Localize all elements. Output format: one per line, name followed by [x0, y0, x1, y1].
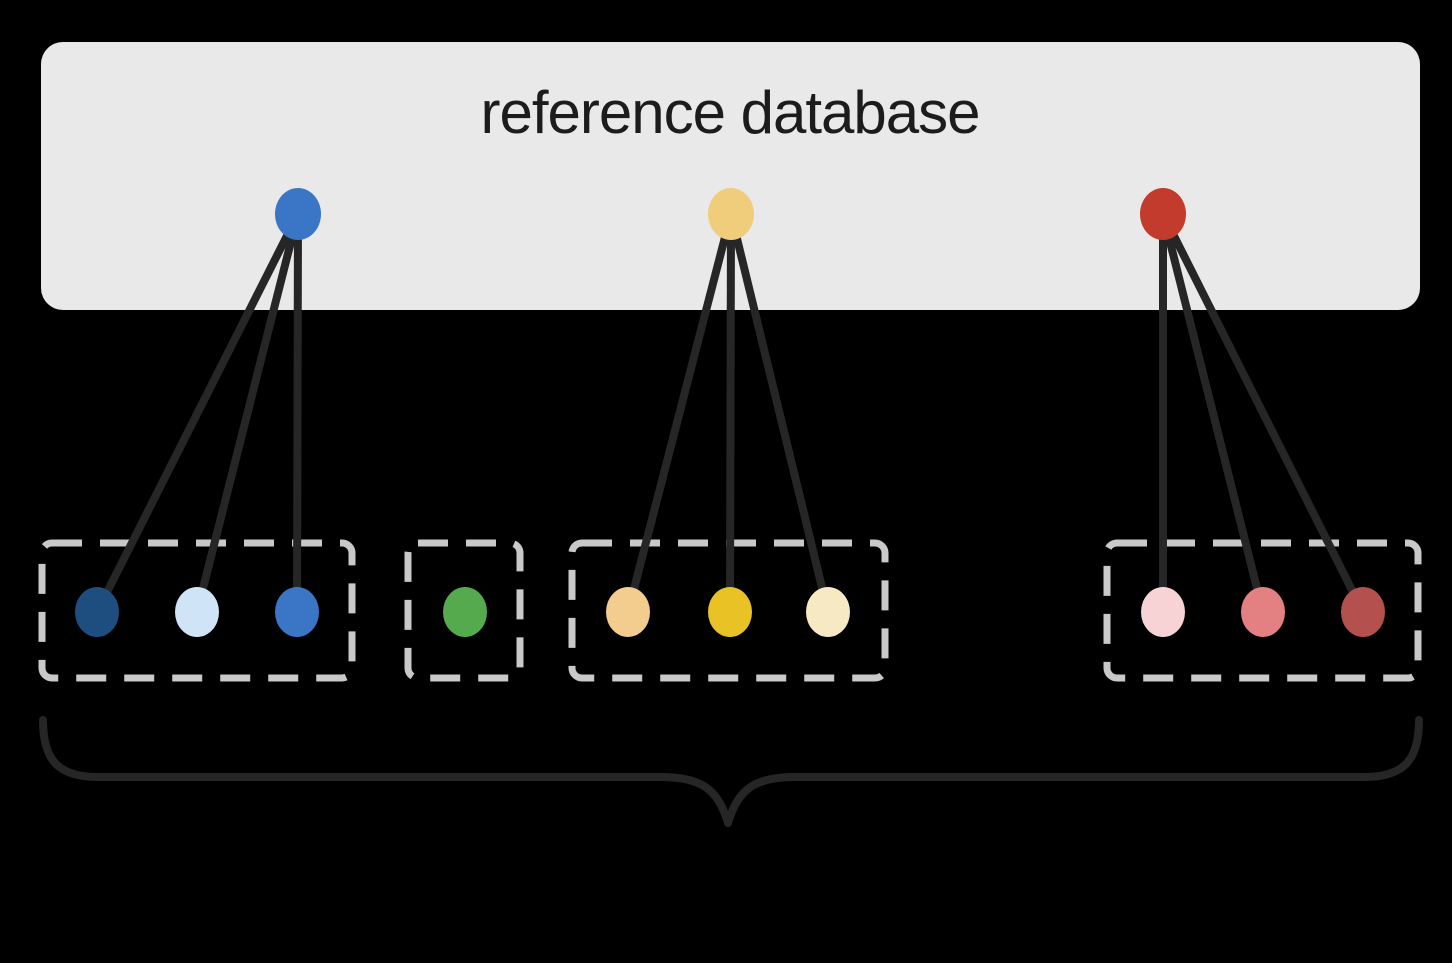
medium-blue-dot: [275, 587, 319, 637]
red-reference-node: [1140, 188, 1186, 240]
edge-red-to-salmon: [1159, 213, 1267, 613]
edge-yellow-to-tan: [624, 212, 735, 614]
edge-blue-to-medium-blue: [293, 213, 302, 613]
yellow-reference-node: [708, 188, 754, 240]
red-cluster: [1141, 587, 1385, 637]
red-cluster-box: [1103, 539, 1422, 682]
green-cluster: [443, 587, 487, 637]
edge-yellow-to-gold: [726, 213, 735, 613]
dark-blue-dot: [75, 587, 119, 637]
blue-reference-node: [275, 188, 321, 240]
green-cluster-box: [404, 539, 524, 682]
edge-red-to-dark-red: [1159, 212, 1367, 614]
reference-database-box: [41, 42, 1420, 310]
dark-red-dot: [1341, 587, 1385, 637]
edge-blue-to-dark-blue: [93, 212, 302, 614]
green-dot: [443, 587, 487, 637]
salmon-dot: [1241, 587, 1285, 637]
yellow-cluster: [606, 587, 850, 637]
clusters-brace: [39, 716, 1423, 827]
edge-blue-to-light-blue: [193, 213, 302, 613]
edges: [93, 212, 1367, 614]
pink-dot: [1141, 587, 1185, 637]
cream-dot: [806, 587, 850, 637]
blue-cluster: [75, 587, 319, 637]
blue-cluster-box: [38, 539, 356, 682]
reference-database-label: reference database: [480, 79, 979, 146]
gold-dot: [708, 587, 752, 637]
edge-yellow-to-cream: [727, 213, 832, 613]
light-blue-dot: [175, 587, 219, 637]
tan-dot: [606, 587, 650, 637]
